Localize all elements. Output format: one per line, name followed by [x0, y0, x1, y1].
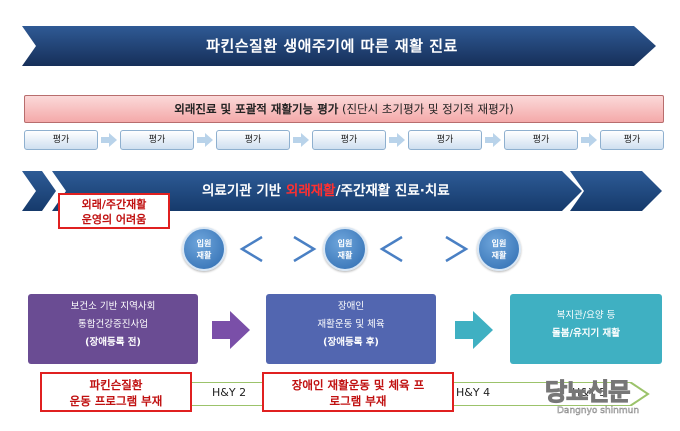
circle-label: 입원: [491, 239, 507, 248]
title-banner-shape: [22, 26, 656, 66]
note-line: 장애인 재활운동 및 체육 프: [291, 378, 425, 392]
watermark-subtitle: Dangnyo shinmun: [557, 406, 640, 417]
hy-stage-2: H&Y 2: [212, 386, 247, 399]
assessment-bar: 외래진료 및 포괄적 재활기능 평가 (진단시 초기평가 및 정기적 재평가): [24, 95, 664, 123]
note-line: 파킨슨질환: [89, 378, 143, 392]
note-line: 운영의 어려움: [81, 213, 147, 226]
assessment-bold-text: 외래진료 및 포괄적 재활기능 평가: [174, 102, 339, 116]
note-line: 운동 프로그램 부재: [69, 394, 163, 408]
eval-arrow-icon: [485, 133, 501, 147]
hospital-rehab-banner: 의료기관 기반 외래재활/주간재활 진료·치료: [22, 171, 662, 211]
title-banner: 파킨슨질환 생애주기에 따른 재활 진료: [22, 26, 656, 66]
inpatient-rehab-circle-3: 입원 재활: [477, 227, 521, 271]
circle-label: 재활: [337, 251, 353, 260]
dangnyo-watermark-logo: 당뇨신문 Dangnyo shinmun: [544, 372, 665, 422]
stage-welfare-care: 복지관/요양 등 돌봄/유지기 재활: [510, 294, 662, 364]
outpatient-difficulty-note: 외래/주간재활 운영의 어려움: [58, 193, 170, 229]
eval-arrow-icon: [197, 133, 213, 147]
parkinson-program-absent-note: 파킨슨질환 운동 프로그램 부재: [40, 372, 192, 412]
circle-label: 재활: [196, 251, 212, 260]
stage-line: 통합건강증진사업: [78, 319, 148, 330]
stage-line: 복지관/요양 등: [556, 310, 616, 321]
hospital-rehab-prefix: 의료기관 기반: [202, 183, 286, 199]
hy-stage-5: H&Y 5: [572, 386, 607, 399]
arrow-right-icon: [212, 311, 250, 349]
eval-box-1: 평가: [24, 130, 98, 150]
eval-box-7: 평가: [600, 130, 664, 150]
assessment-note-text: (진단시 초기평가 및 정기적 재평가): [342, 102, 514, 116]
chevron-left-icon: [239, 235, 263, 263]
stage-line: 장애인: [337, 301, 365, 312]
stage-community-health: 보건소 기반 지역사회 통합건강증진사업 (장애등록 전): [28, 294, 198, 364]
eval-arrow-icon: [101, 133, 117, 147]
inpatient-rehab-circle-1: 입원 재활: [182, 227, 226, 271]
eval-box-6: 평가: [504, 130, 578, 150]
circle-label: 입원: [196, 239, 212, 248]
stage-line: 재활운동 및 체육: [317, 319, 385, 330]
stage-disabled-exercise: 장애인 재활운동 및 체육 (장애등록 후): [266, 294, 436, 364]
eval-box-3: 평가: [216, 130, 290, 150]
stage-note: (장애등록 후): [323, 337, 379, 348]
disabled-program-absent-note: 장애인 재활운동 및 체육 프 로그램 부재: [262, 372, 454, 412]
chevron-right-icon: [445, 235, 469, 263]
hospital-rehab-banner-shape: [22, 171, 662, 211]
circle-label: 입원: [337, 239, 353, 248]
hospital-rehab-text: 의료기관 기반 외래재활/주간재활 진료·치료: [202, 171, 562, 211]
note-line: 로그램 부재: [329, 394, 387, 408]
note-line: 외래/주간재활: [81, 198, 147, 211]
eval-box-4: 평가: [312, 130, 386, 150]
chevron-right-icon: [293, 235, 317, 263]
stage-note: (장애등록 전): [85, 337, 141, 348]
hy-stage-4: H&Y 4: [456, 386, 491, 399]
arrow-right-icon: [455, 311, 493, 349]
circle-label: 재활: [491, 251, 507, 260]
page-title: 파킨슨질환 생애주기에 따른 재활 진료: [206, 37, 458, 55]
inpatient-rehab-circle-2: 입원 재활: [323, 227, 367, 271]
stage-line: 돌봄/유지기 재활: [552, 328, 620, 339]
watermark-title: 당뇨신문: [544, 377, 631, 406]
outpatient-rehab-highlight: 외래재활: [285, 183, 336, 199]
stage-line: 보건소 기반 지역사회: [70, 301, 156, 312]
eval-arrow-icon: [389, 133, 405, 147]
eval-arrow-icon: [581, 133, 597, 147]
chevron-left-icon: [379, 235, 403, 263]
eval-box-2: 평가: [120, 130, 194, 150]
hospital-rehab-suffix: /주간재활 진료·치료: [335, 183, 450, 199]
eval-arrow-icon: [293, 133, 309, 147]
eval-box-5: 평가: [408, 130, 482, 150]
